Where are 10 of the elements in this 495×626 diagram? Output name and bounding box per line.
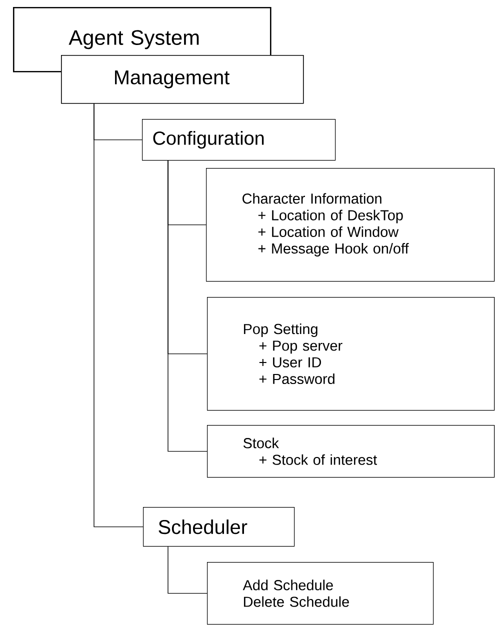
tree-connector [94, 103, 144, 528]
tree-connector [168, 546, 208, 594]
settings-box: Character Information + Location of DeskTop + Location of Window + Message Hook on/off [206, 168, 495, 282]
settings-box: Pop Setting + Pop server + User ID + Password [207, 297, 495, 411]
settings-box: Stock + Stock of interest [207, 425, 495, 478]
tree-connector [168, 160, 208, 452]
task-box: Add Schedule Delete Schedule [207, 562, 434, 625]
category-box: Scheduler [143, 507, 295, 547]
category-box: Management [61, 55, 304, 104]
category-box: Configuration [142, 119, 336, 161]
